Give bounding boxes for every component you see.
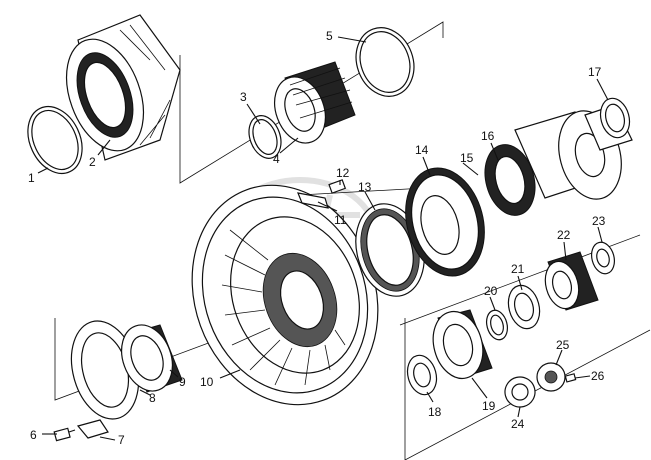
callout-13: 13: [358, 180, 372, 194]
part-23-washer: [590, 241, 616, 275]
callout-6: 6: [30, 428, 37, 442]
part-7-lock-plate: [76, 419, 109, 439]
callout-10: 10: [200, 375, 214, 389]
part-22-needle-bearing: [544, 251, 599, 311]
callout-5: 5: [326, 29, 333, 43]
callout-15: 15: [460, 151, 474, 165]
part-19-bearing: [432, 309, 493, 380]
part-10-turbine-wheel: [191, 184, 379, 406]
part-6-bolt: [53, 427, 76, 442]
callout-4: 4: [273, 152, 280, 166]
callout-19: 19: [482, 399, 496, 413]
part-21-bearing-ring: [507, 284, 541, 330]
part-2-drum: [65, 14, 181, 161]
callout-23: 23: [592, 214, 606, 228]
part-11-plate: [297, 192, 329, 209]
part-14-gear: [405, 167, 485, 277]
callout-26: 26: [591, 369, 605, 383]
callout-20: 20: [484, 284, 498, 298]
callout-8: 8: [149, 391, 156, 405]
callout-3: 3: [240, 90, 247, 104]
callout-24: 24: [511, 417, 525, 431]
callout-9: 9: [179, 375, 186, 389]
callout-2: 2: [89, 155, 96, 169]
part-3-ring: [248, 115, 282, 159]
leader-lines: [37, 36, 609, 441]
part-25-cover-plate: [536, 362, 566, 392]
callout-25: 25: [556, 338, 570, 352]
part-17-bushing: [584, 97, 633, 151]
callout-1: 1: [28, 171, 35, 185]
part-12-pin: [328, 179, 347, 194]
callout-12: 12: [336, 166, 350, 180]
part-4-splined-sleeve: [274, 61, 356, 144]
callout-22: 22: [557, 228, 571, 242]
callout-labels: 1 2 3 4 5 6 7 8 9 10 11 12 13 14 15 16 1…: [28, 29, 606, 447]
callout-16: 16: [481, 129, 495, 143]
part-16-gear-hub: [484, 110, 622, 216]
callout-17: 17: [588, 65, 602, 79]
part-1-snap-ring: [27, 105, 83, 175]
callout-7: 7: [118, 433, 125, 447]
part-20-ring: [485, 309, 509, 341]
part-24-gasket: [504, 376, 536, 408]
callout-14: 14: [415, 143, 429, 157]
callout-21: 21: [511, 262, 525, 276]
part-9-bearing: [121, 324, 183, 393]
part-5-snap-ring: [355, 27, 415, 97]
callout-11: 11: [334, 213, 347, 227]
part-26-screw: [564, 373, 577, 383]
callout-18: 18: [428, 405, 442, 419]
part-18-ring: [406, 354, 438, 396]
